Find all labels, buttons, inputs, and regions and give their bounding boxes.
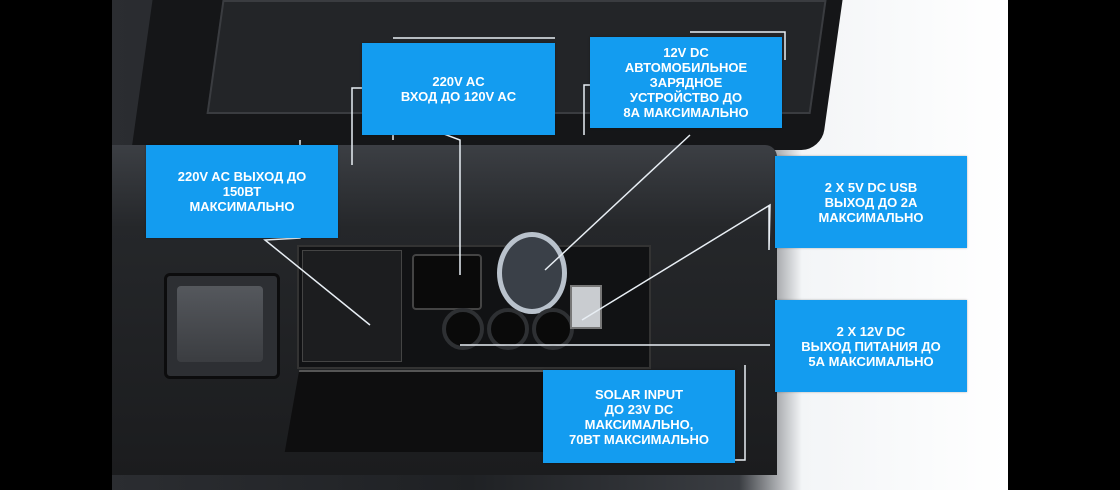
callout-line-ac-input-leader	[392, 113, 461, 275]
callout-line-solar	[735, 365, 746, 461]
power-button-face	[177, 286, 263, 362]
ac-outlet	[302, 250, 402, 362]
callout-line-car	[583, 84, 590, 135]
label-solar-input: SOLAR INPUT ДО 23V DC МАКСИМАЛЬНО, 70ВТ …	[543, 370, 735, 463]
power-button	[164, 273, 280, 379]
label-usb-output: 2 X 5V DC USB ВЫХОД ДО 2А МАКСИМАЛЬНО	[775, 156, 967, 248]
usb-ports	[570, 285, 602, 329]
callout-line-usb	[581, 203, 771, 321]
solar-input-jack	[442, 308, 484, 350]
callout-line-car-top	[690, 31, 786, 60]
label-ac-input: 220V AC ВХОД ДО 120V AC	[362, 43, 555, 135]
label-ac-output: 220V AC ВЫХОД ДО 150ВТ МАКСИМАЛЬНО	[146, 145, 338, 238]
product-photo	[112, 0, 1008, 490]
dc-output-jack	[487, 308, 529, 350]
car-charger-socket	[497, 232, 567, 314]
label-dc-output: 2 X 12V DC ВЫХОД ПИТАНИЯ ДО 5А МАКСИМАЛЬ…	[775, 300, 967, 392]
label-car-charger: 12V DC АВТОМОБИЛЬНОЕ ЗАРЯДНОЕ УСТРОЙСТВО…	[590, 37, 782, 128]
ac-input-socket	[412, 254, 482, 310]
callout-line-car-leader	[544, 134, 691, 271]
dc-output-jack	[532, 308, 574, 350]
callout-line-ac-input	[351, 87, 362, 165]
